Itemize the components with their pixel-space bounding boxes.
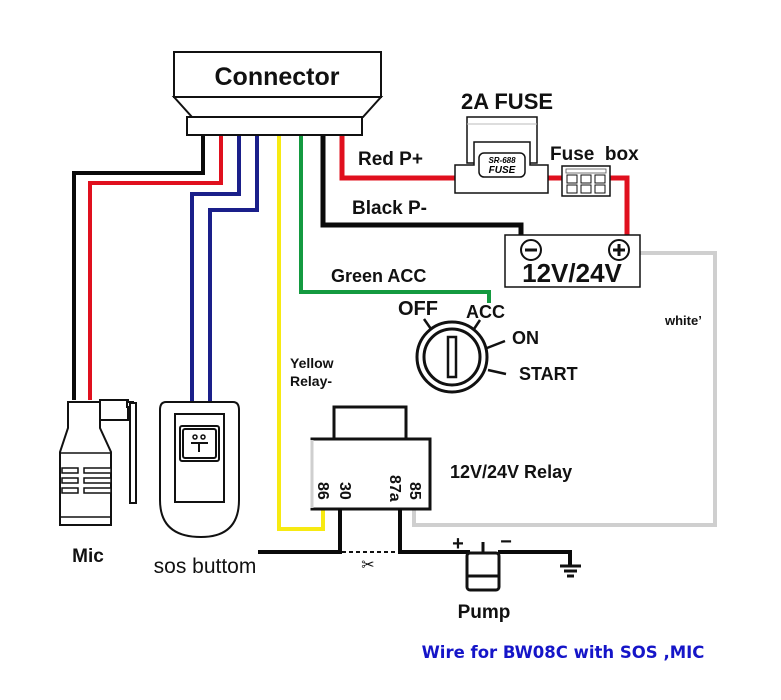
ignition-switch: OFF ACC ON START xyxy=(398,298,578,394)
label-red-power: Red P+ xyxy=(358,149,423,170)
pump-plus: + xyxy=(452,533,464,555)
relay-pin-85: 85 xyxy=(406,482,423,500)
label-green-acc: Green ACC xyxy=(331,266,426,286)
label-yellow-1: Yellow xyxy=(290,355,334,371)
ignition-off: OFF xyxy=(398,298,438,320)
connector: Connector xyxy=(171,51,384,136)
sos-button xyxy=(159,401,240,539)
relay-pin-87a: 87a xyxy=(386,475,403,502)
pump-circuit xyxy=(258,509,572,566)
mic xyxy=(59,399,137,526)
wire-black-mic xyxy=(72,136,205,400)
relay-pin-30: 30 xyxy=(336,482,353,500)
relay-label: 12V/24V Relay xyxy=(450,462,572,482)
ignition-start: START xyxy=(519,364,578,384)
fuse-title: 2A FUSE xyxy=(461,89,553,114)
pump: + − Pump xyxy=(452,531,512,623)
wire-red-power xyxy=(339,136,458,181)
fuse-box-label: Fuse box xyxy=(550,144,639,165)
scissors-icon: ✂ xyxy=(361,555,374,574)
fuse-model: SR-688 xyxy=(488,156,516,165)
battery-label: 12V/24V xyxy=(522,258,622,288)
mic-label: Mic xyxy=(72,546,104,567)
fuse-box: Fuse box xyxy=(550,144,639,197)
sos-icon xyxy=(191,434,208,452)
label-black-ground: Black P- xyxy=(352,198,427,219)
wire-blue-sos-1 xyxy=(190,136,241,402)
battery: 12V/24V xyxy=(504,234,641,288)
pump-label: Pump xyxy=(458,602,511,623)
ignition-acc: ACC xyxy=(466,302,505,322)
wire-green-acc xyxy=(299,136,491,303)
wire-red-mic xyxy=(88,136,223,400)
wire-yellow-relay xyxy=(277,136,325,531)
fuse: 2A FUSE SR-688 FUSE xyxy=(454,89,553,194)
pump-minus: − xyxy=(500,531,512,553)
ground-icon xyxy=(560,564,581,578)
connector-label: Connector xyxy=(215,63,340,91)
ignition-on: ON xyxy=(512,328,539,348)
sos-label: sos buttom xyxy=(154,555,257,578)
mic-grille-icon xyxy=(61,467,112,494)
label-yellow-2: Relay- xyxy=(290,373,332,389)
diagram-title: Wire for BW08C with SOS ,MIC xyxy=(422,643,705,662)
wire-blue-sos-2 xyxy=(208,136,259,402)
label-white: white’ xyxy=(664,313,702,328)
fuse-type: FUSE xyxy=(489,165,516,176)
relay-pin-86: 86 xyxy=(314,482,331,500)
wire-white xyxy=(412,251,717,527)
wire-red-battery xyxy=(610,175,630,235)
relay: 12V/24V Relay 86 30 87a 85 xyxy=(310,405,572,511)
wire-black-ground xyxy=(320,136,524,237)
